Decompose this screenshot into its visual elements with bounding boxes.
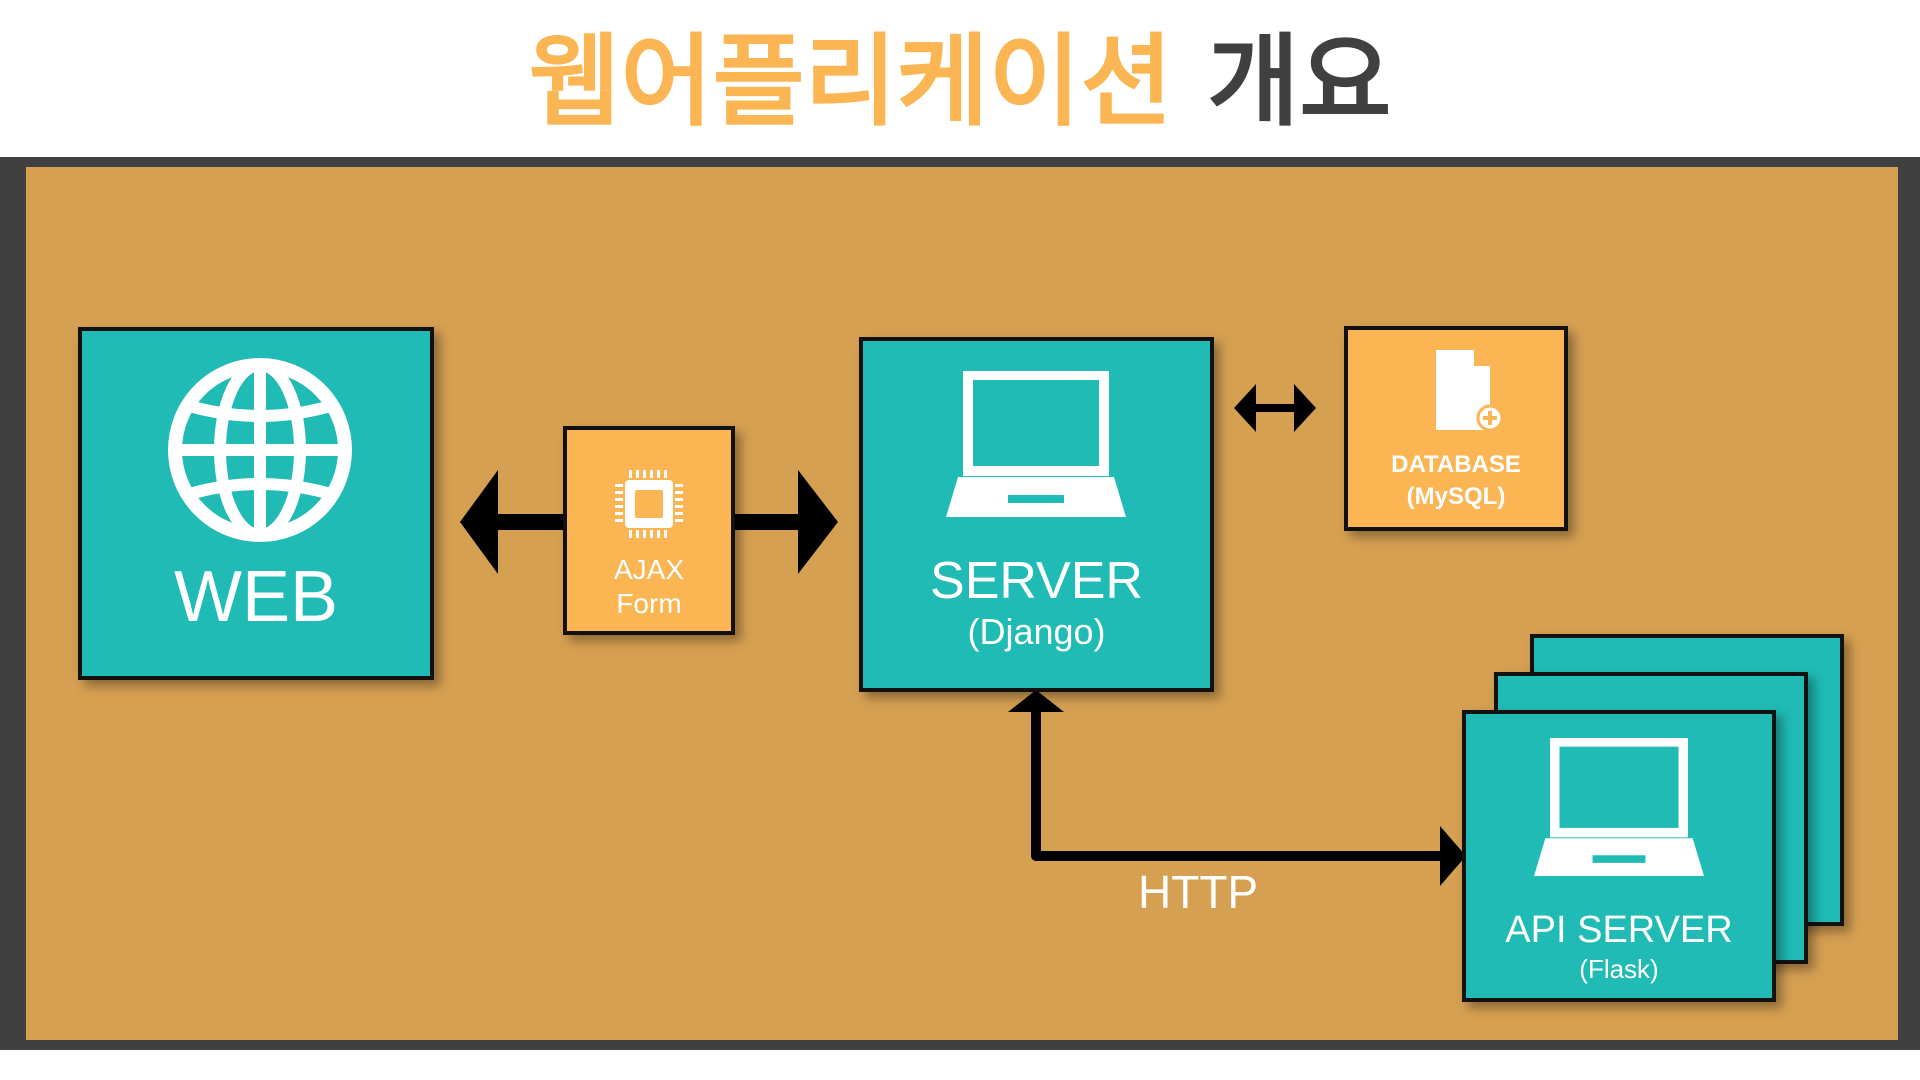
laptop-icon: [946, 371, 1126, 517]
page-title: 웹어플리케이션 개요: [0, 22, 1920, 142]
ajax-form-node: AJAX Form: [563, 426, 735, 635]
server-sublabel: (Django): [967, 611, 1106, 652]
ajax-label-line2: Form: [616, 588, 682, 619]
api-server-sublabel: (Flask): [1579, 954, 1659, 984]
database-label-line1: DATABASE: [1391, 451, 1521, 478]
server-node: SERVER (Django): [859, 337, 1214, 692]
server-label: SERVER: [930, 552, 1143, 610]
api-server-node: API SERVER (Flask): [1462, 710, 1776, 1002]
ajax-server-arrow: [732, 470, 838, 574]
title-rest: 개요: [1207, 23, 1392, 140]
title-accent: 웹어플리케이션: [528, 23, 1173, 140]
ajax-label-line1: AJAX: [613, 554, 685, 585]
globe-icon: [168, 358, 352, 542]
api-server-label: API SERVER: [1505, 909, 1733, 951]
web-node: WEB: [78, 327, 434, 680]
laptop-icon: [1534, 738, 1704, 877]
http-label: HTTP: [1138, 866, 1259, 918]
web-ajax-arrow: [460, 470, 568, 574]
web-label: WEB: [173, 557, 338, 637]
database-label-line2: (MySQL): [1406, 483, 1506, 510]
database-node: DATABASE (MySQL): [1344, 326, 1568, 531]
chip-icon: [615, 470, 683, 538]
document-add-icon: [1436, 350, 1504, 432]
server-api-arrow: [1008, 690, 1466, 886]
server-database-arrow: [1234, 384, 1316, 432]
